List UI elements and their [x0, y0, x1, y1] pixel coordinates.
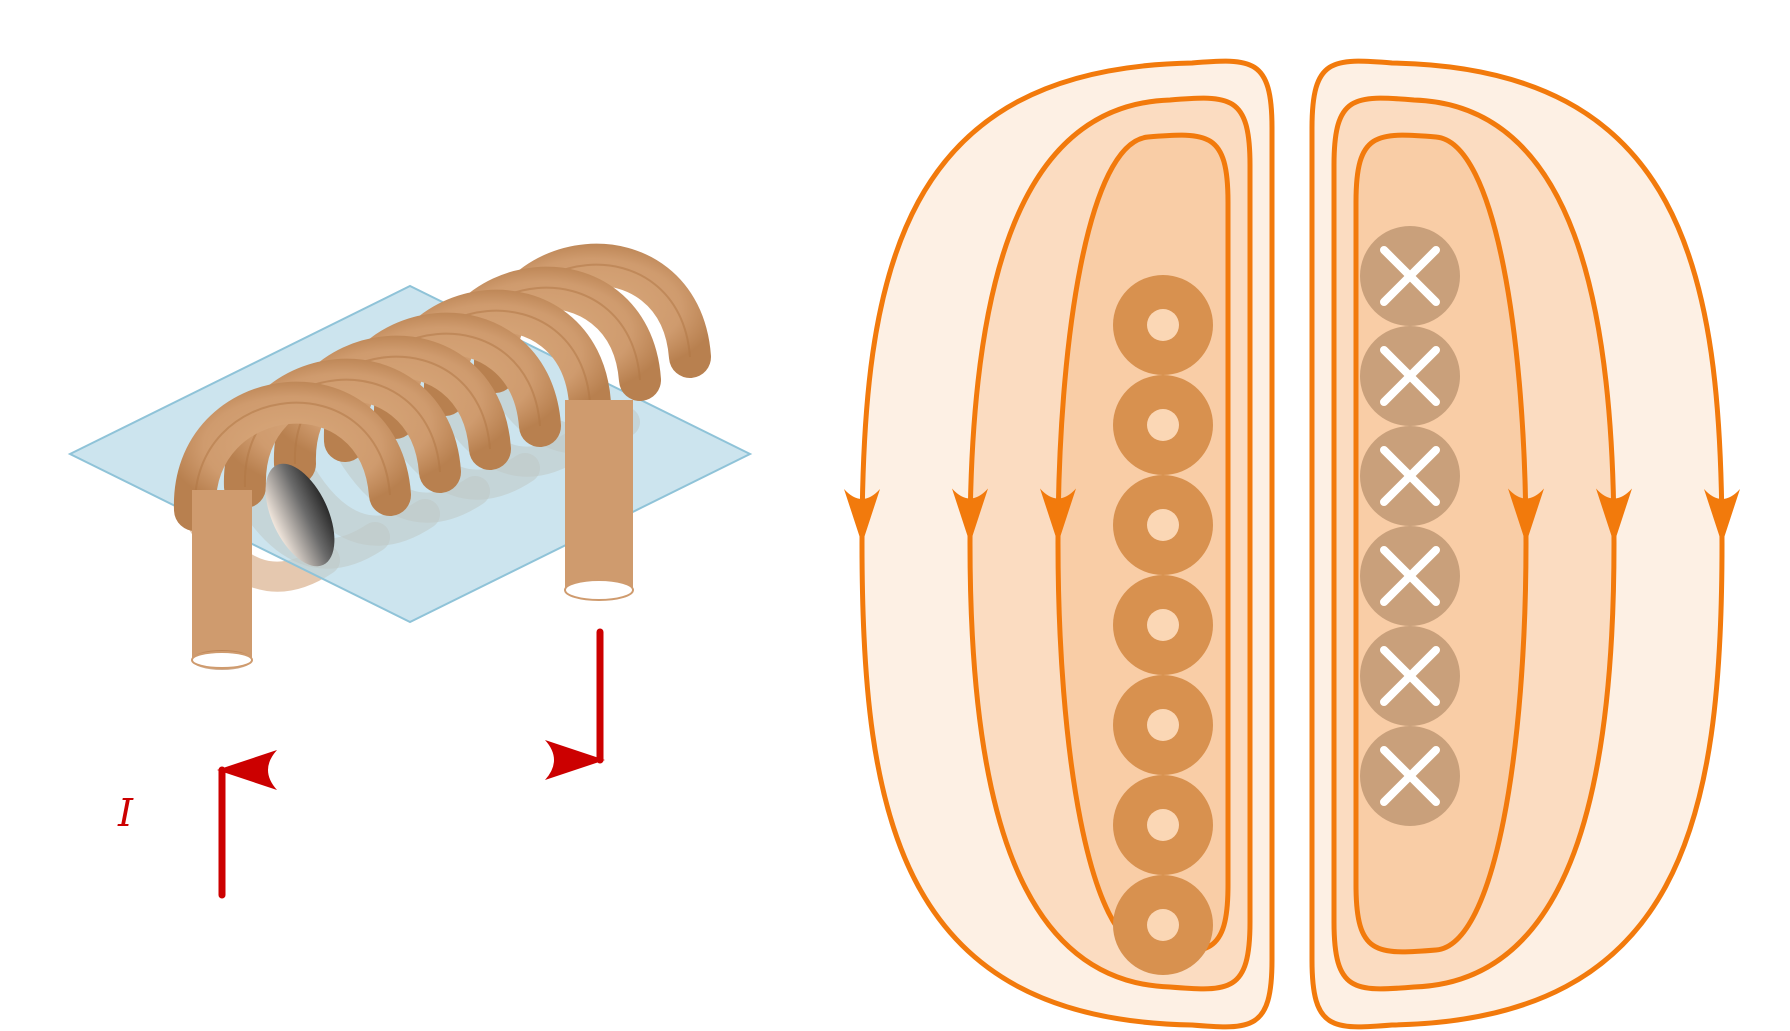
- dot-in-circle-icon: [1147, 609, 1179, 641]
- cross-stroke: [1380, 246, 1440, 306]
- cross-stroke: [1380, 446, 1440, 506]
- coil-leads: [191, 400, 634, 670]
- dot-in-circle-icon: [1147, 509, 1179, 541]
- solenoid-cross-section: [844, 58, 1740, 1030]
- cross-in-circle-icon: [1380, 746, 1440, 806]
- cross-stroke: [1380, 746, 1440, 806]
- field-regions: [862, 61, 1722, 1027]
- lead-right-cap: [564, 579, 634, 601]
- current-label: I: [117, 791, 134, 835]
- coil-turn-edge: [243, 378, 441, 488]
- cross-in-circle-icon: [1380, 546, 1440, 606]
- field-arrow-down: [1596, 488, 1632, 544]
- field-line-right: [1353, 132, 1529, 955]
- cross-stroke: [1380, 346, 1440, 406]
- lead-right: [565, 400, 633, 590]
- field-arrow-down: [844, 489, 880, 544]
- coil-turn-edge: [193, 401, 391, 511]
- dot-in-circle-icon: [1147, 409, 1179, 441]
- field-arrow-down: [1040, 488, 1076, 544]
- dot-in-circle-icon: [1147, 809, 1179, 841]
- coil-opening: [265, 463, 335, 567]
- field-line-left: [859, 58, 1275, 1030]
- coil-top-halves: [173, 243, 711, 567]
- magnetic-field-lines: [859, 58, 1725, 1030]
- field-arrow-down: [1704, 489, 1740, 544]
- field-direction-arrows: [844, 488, 1740, 544]
- field-arrow-down: [1508, 488, 1544, 544]
- lead-left: [192, 490, 252, 660]
- cross-stroke: [1380, 646, 1440, 706]
- dot-in-circle-icon: [1147, 309, 1179, 341]
- cross-in-circle-icon: [1380, 446, 1440, 506]
- field-line-left: [967, 95, 1253, 992]
- dot-in-circle-icon: [1147, 709, 1179, 741]
- field-arrow-down: [952, 488, 988, 544]
- cross-stroke: [1380, 546, 1440, 606]
- wire-column-current-in: [1360, 226, 1460, 826]
- field-line-right: [1331, 95, 1617, 992]
- cross-in-circle-icon: [1380, 246, 1440, 306]
- dot-in-circle-icon: [1147, 909, 1179, 941]
- wire-column-current-out: [1113, 275, 1213, 975]
- cross-in-circle-icon: [1380, 646, 1440, 706]
- solenoid-3d: I: [67, 243, 753, 899]
- field-line-right: [1309, 58, 1725, 1030]
- lead-left-cap: [191, 651, 253, 669]
- cross-in-circle-icon: [1380, 346, 1440, 406]
